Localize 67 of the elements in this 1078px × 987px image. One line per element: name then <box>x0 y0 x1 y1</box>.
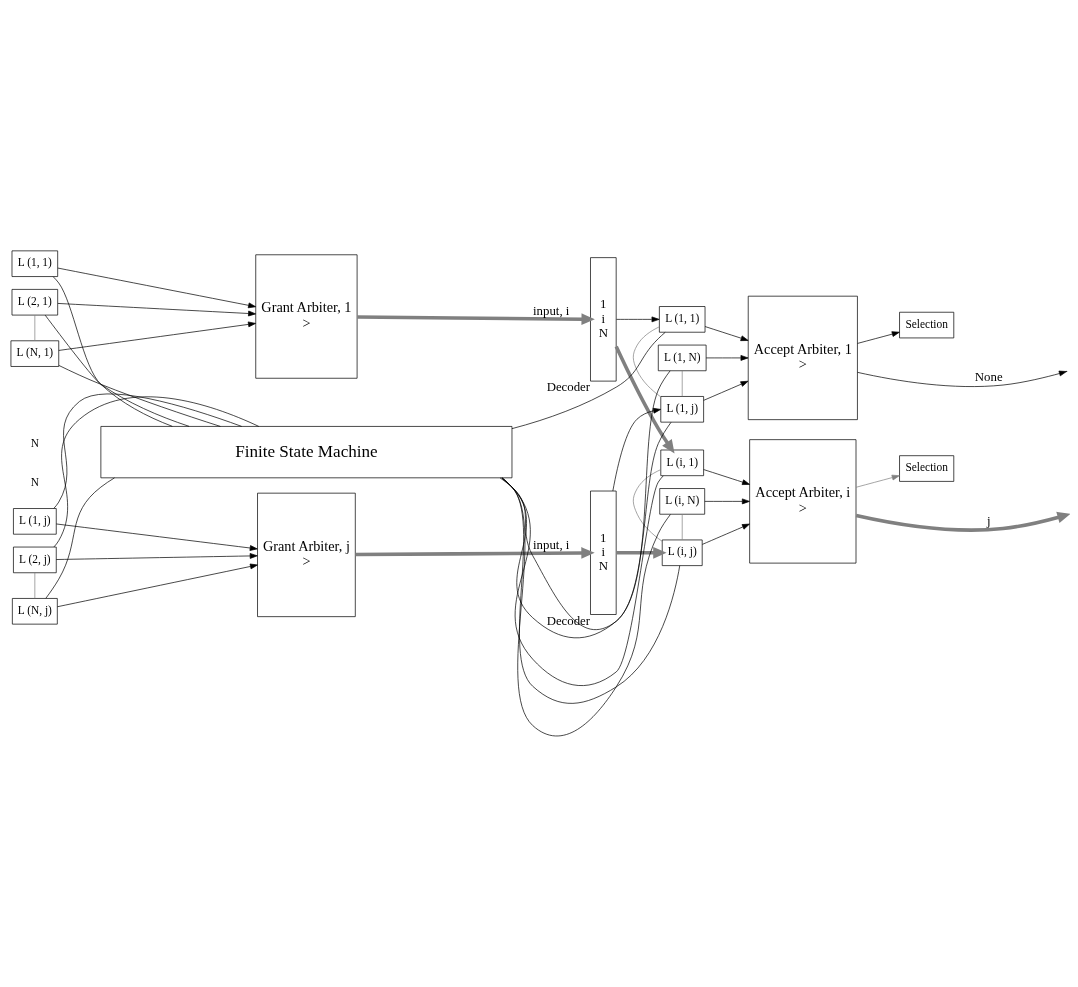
connector <box>501 477 681 704</box>
node-box: Selection <box>899 455 955 482</box>
arrow <box>704 498 750 505</box>
node-box: Accept Arbiter, i > <box>749 439 857 564</box>
node-label: Decoder <box>546 380 591 395</box>
edge-label: input, i <box>533 304 570 319</box>
arrow <box>55 523 258 551</box>
connector <box>632 469 663 542</box>
connector <box>45 477 115 599</box>
label: N <box>30 436 39 449</box>
node-box: L (1, j) <box>13 508 57 535</box>
arrow <box>701 523 750 545</box>
node-box: Grant Arbiter, j > <box>257 492 356 617</box>
node-box: L (i, j) <box>661 539 703 566</box>
node-box: L (1, 1) <box>11 250 59 277</box>
arrow <box>614 345 675 454</box>
connector <box>53 396 260 548</box>
arrow <box>703 469 750 485</box>
connector <box>499 421 672 630</box>
node-box: L (1, j) <box>660 396 704 423</box>
node-box: Finite State Machine <box>100 426 513 479</box>
arrow <box>57 303 256 317</box>
node-box: 1 i N <box>590 257 617 382</box>
arrow <box>703 380 749 401</box>
connector <box>501 475 664 686</box>
node-box: L (2, 1) <box>11 289 59 316</box>
node-box: Grant Arbiter, 1 > <box>255 254 358 379</box>
node-box: L (1, 1) <box>659 306 706 333</box>
arrow <box>355 547 595 559</box>
connector <box>34 314 36 341</box>
connector <box>501 477 671 737</box>
arrow <box>55 553 258 560</box>
node-box: L (N, 1) <box>10 340 60 367</box>
connector <box>511 331 666 429</box>
arrow <box>616 546 667 559</box>
arrow <box>357 313 595 326</box>
arrow <box>57 563 258 608</box>
node-label: Decoder <box>546 613 591 628</box>
arrow <box>57 267 256 309</box>
connector <box>681 370 683 397</box>
arrow <box>704 326 749 341</box>
edge-label: input, i <box>533 537 570 552</box>
edge-label: None <box>974 370 1003 385</box>
arrow <box>612 407 661 492</box>
connector <box>501 370 671 639</box>
connector <box>34 572 36 599</box>
connector <box>58 365 221 427</box>
arrow <box>855 474 900 488</box>
node-box: L (i, 1) <box>660 449 704 477</box>
node-box: 1 i N <box>590 490 617 615</box>
label: N <box>30 475 39 488</box>
arrow <box>616 316 660 323</box>
connector <box>52 276 173 427</box>
connector <box>53 393 242 509</box>
node-box: L (i, N) <box>659 488 706 515</box>
arrow <box>705 355 749 361</box>
arrow <box>58 321 256 351</box>
connector <box>632 326 661 398</box>
connector <box>44 314 190 427</box>
connector <box>681 513 683 541</box>
node-box: L (2, j) <box>13 546 57 574</box>
edge-label: j <box>986 513 991 528</box>
node-box: L (1, N) <box>657 344 707 372</box>
node-box: Accept Arbiter, 1 > <box>747 295 858 420</box>
arrow <box>857 331 900 344</box>
node-box: L (N, j) <box>12 598 58 625</box>
node-box: Selection <box>899 311 955 339</box>
